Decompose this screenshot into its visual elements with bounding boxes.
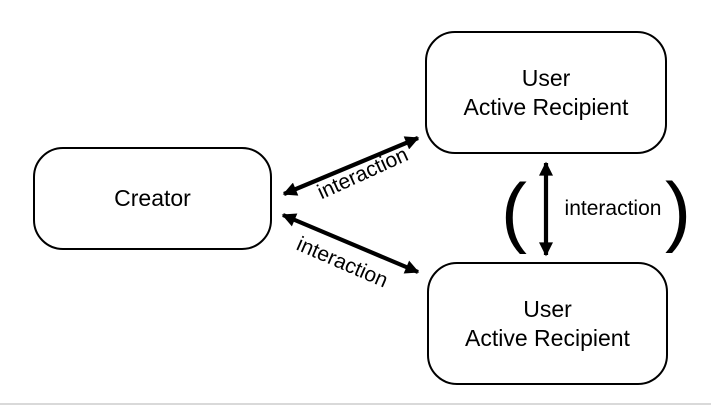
edge-creator-user-top [282,136,420,196]
node-creator: Creator [33,147,272,250]
node-user-top-line2: Active Recipient [463,93,629,120]
node-user-bottom-line2: Active Recipient [465,324,630,351]
node-user-bottom-line1: User [523,296,572,323]
edge-creator-user-bottom [281,213,420,274]
node-user-top-line1: User [521,65,571,92]
edge-label-user-user: interaction [564,197,662,220]
node-creator-label: Creator [114,185,191,212]
node-user-active-recipient-top: User Active Recipient [425,31,667,154]
node-user-active-recipient-bottom: User Active Recipient [427,262,668,385]
footer-divider-line [0,403,711,405]
close-parenthesis: ) [665,166,691,254]
open-parenthesis: ( [501,167,527,255]
